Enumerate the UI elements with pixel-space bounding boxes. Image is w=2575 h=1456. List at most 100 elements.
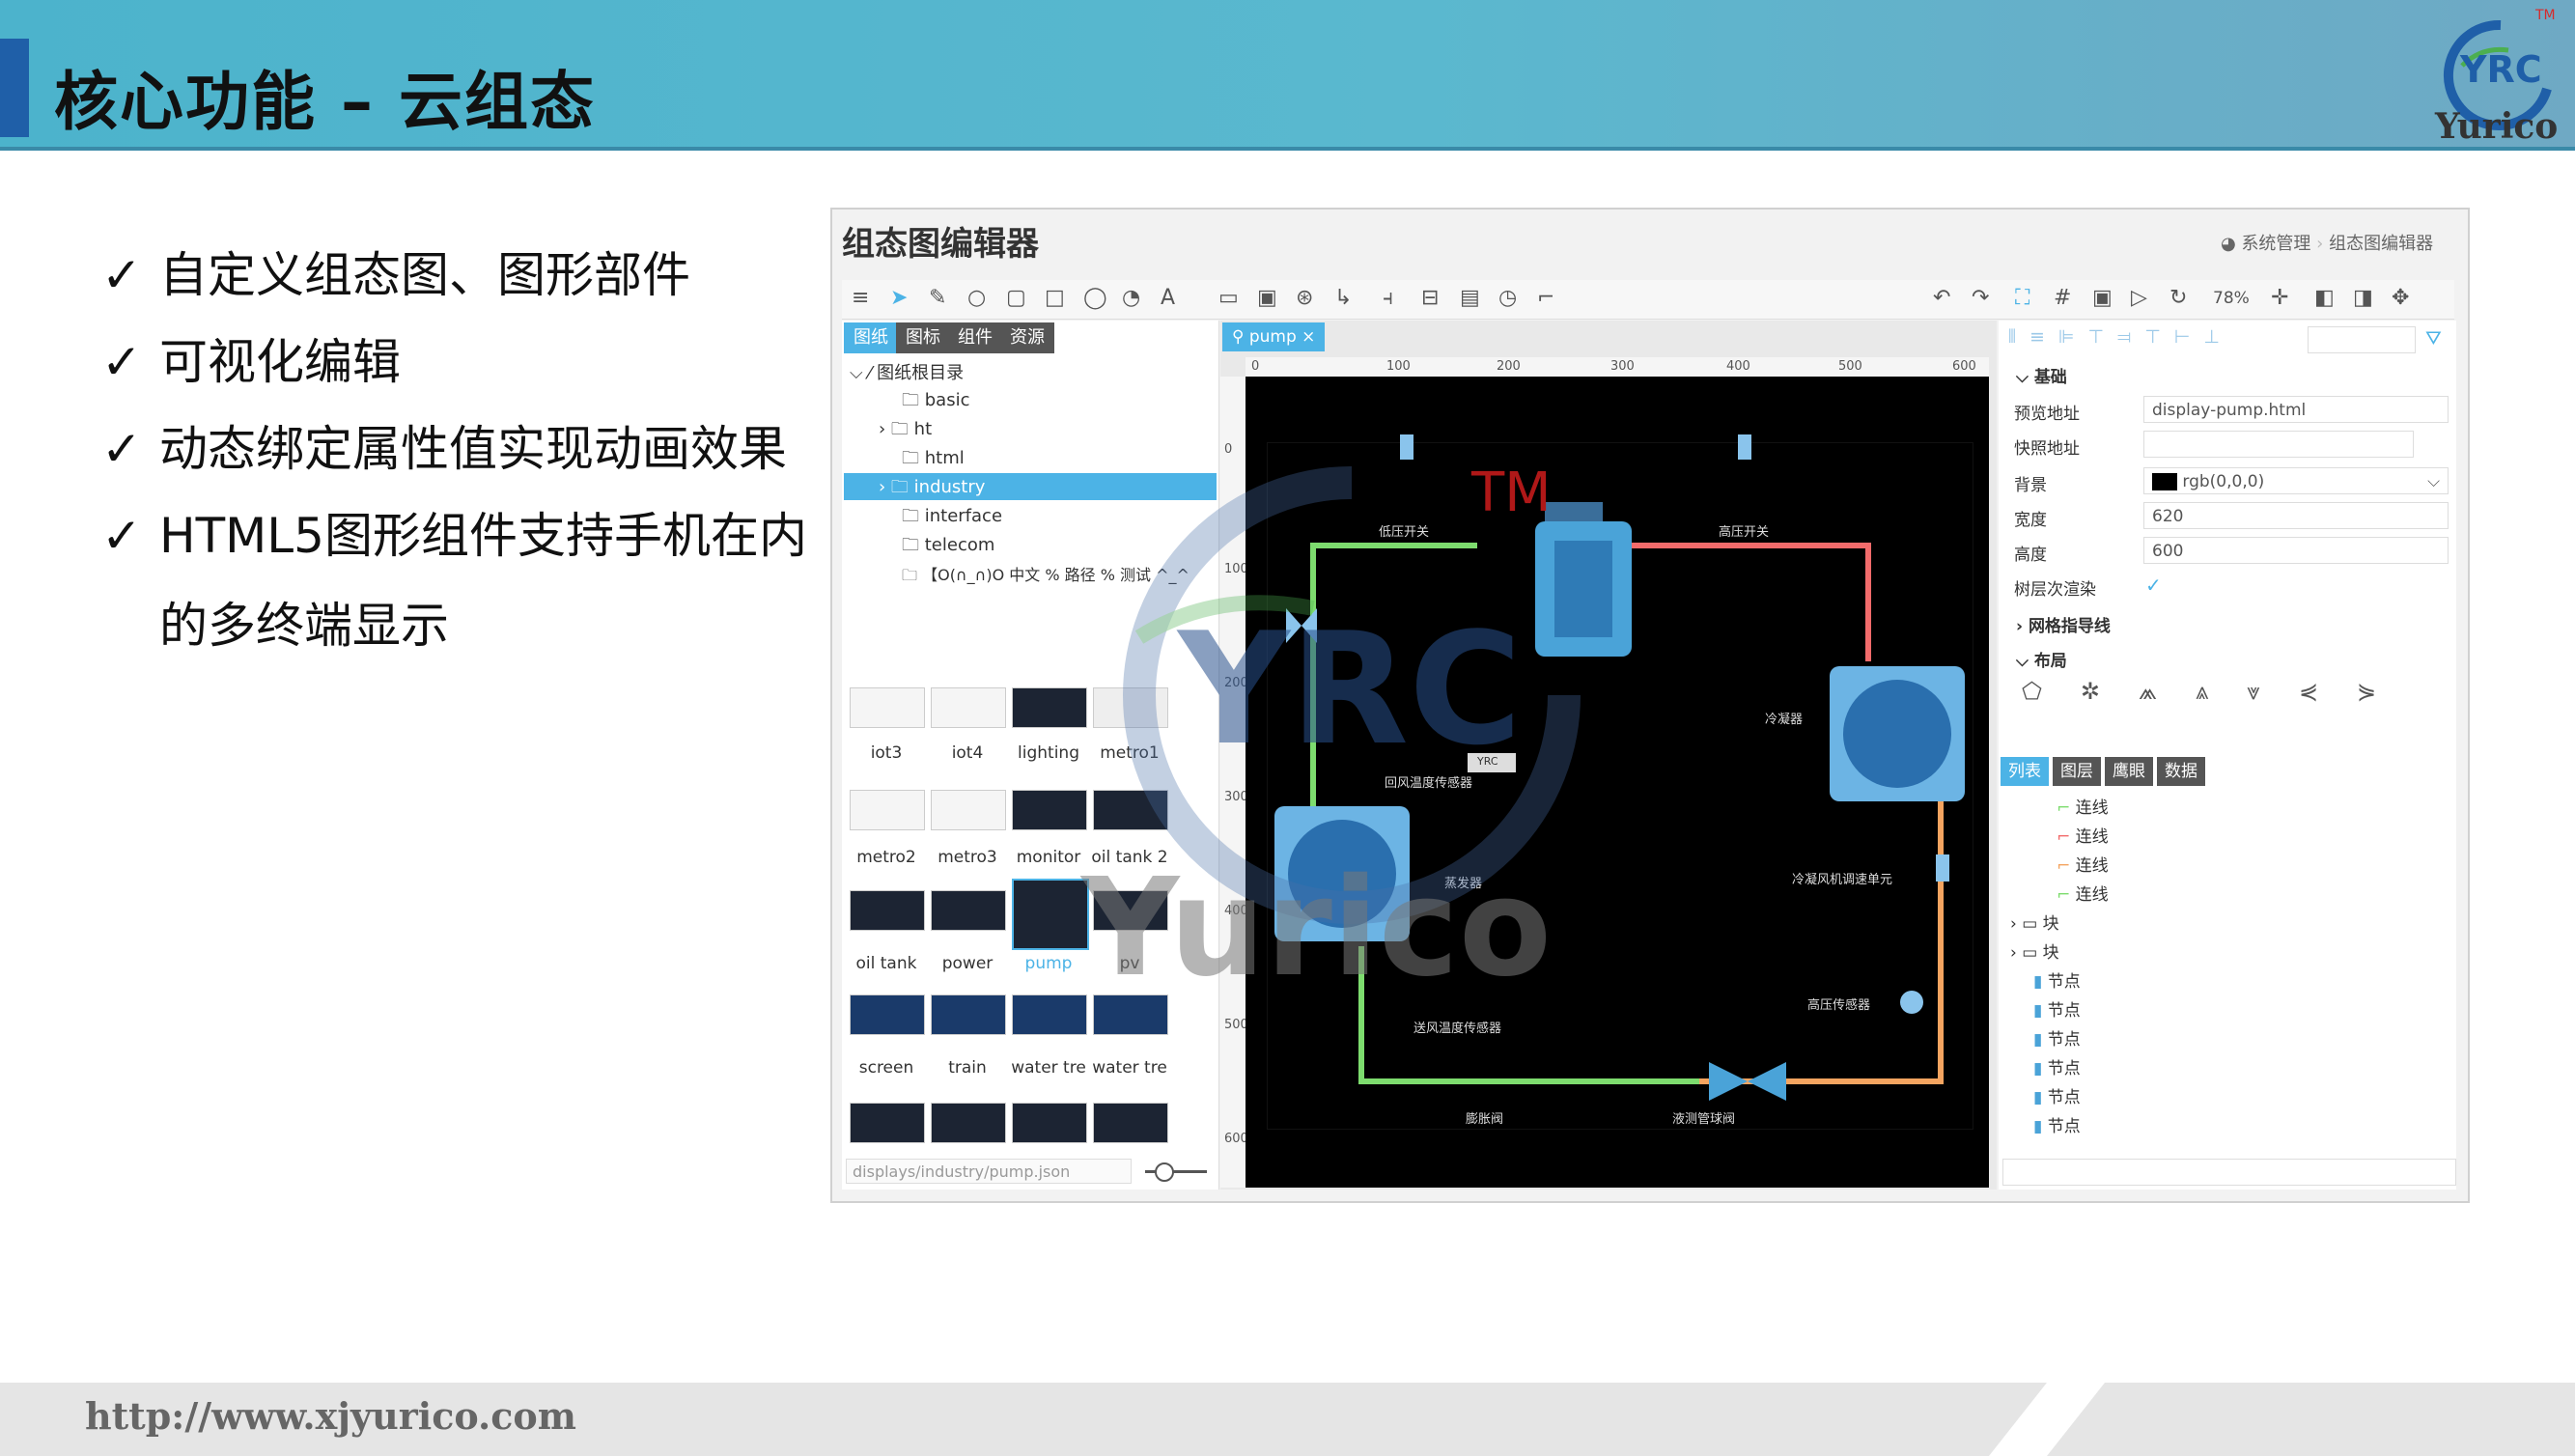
thumbnail[interactable]	[1012, 790, 1087, 830]
thumbnail[interactable]	[1012, 687, 1087, 728]
arc-icon[interactable]: ◔	[1122, 286, 1141, 310]
list-item[interactable]: ▮ 节点	[2033, 1001, 2081, 1021]
tab-layers[interactable]: 图层	[2053, 757, 2101, 786]
thumbnail[interactable]	[850, 890, 925, 931]
tab-drawings[interactable]: 图纸	[844, 322, 898, 353]
tree-item-ht[interactable]: › 🗀 ht	[879, 419, 933, 439]
thumbnail[interactable]	[1093, 687, 1168, 728]
thumbnail[interactable]	[1012, 994, 1087, 1035]
tree-item-telecom[interactable]: 🗀 telecom	[902, 535, 995, 555]
panel-left-icon[interactable]: ◧	[2314, 286, 2335, 310]
center-icon[interactable]: ✛	[2271, 286, 2289, 310]
move-icon[interactable]: ✥	[2392, 286, 2410, 310]
text-icon[interactable]: A	[1161, 286, 1176, 310]
clock-icon[interactable]: ◷	[1498, 286, 1518, 310]
gauge-icon[interactable]: ⊛	[1296, 286, 1314, 310]
tree-item-basic[interactable]: 🗀 basic	[902, 390, 970, 410]
rect-icon[interactable]: □	[1045, 286, 1065, 310]
list-item[interactable]: ⌐ 连线	[2057, 798, 2109, 818]
filter-icon[interactable]: ⛛	[2425, 326, 2442, 350]
thumbnail[interactable]	[1093, 994, 1168, 1035]
zoom-slider[interactable]	[1145, 1170, 1207, 1173]
refresh-icon[interactable]: ↻	[2169, 286, 2188, 310]
play-icon[interactable]: ▷	[2131, 286, 2147, 310]
thumbnail[interactable]	[1093, 890, 1168, 931]
list-item[interactable]: ▮ 节点	[2033, 972, 2081, 992]
list-item[interactable]: ⌐ 连线	[2057, 856, 2109, 876]
tab-data[interactable]: 数据	[2157, 757, 2205, 786]
snapshot-url-field[interactable]	[2143, 431, 2414, 458]
tree-item-industry[interactable]: › 🗀 industry	[879, 477, 986, 497]
thumbnail[interactable]	[931, 890, 1006, 931]
pen-icon[interactable]: ✎	[929, 286, 947, 310]
slider-icon[interactable]: ⊟	[1421, 286, 1440, 310]
tab-eagle-eye[interactable]: 鹰眼	[2105, 757, 2153, 786]
undo-icon[interactable]: ↶	[1933, 286, 1951, 310]
step-icon[interactable]: ⌐	[1537, 286, 1555, 310]
thumbnail[interactable]	[1012, 1103, 1087, 1143]
align-icon[interactable]: ⫞	[1383, 286, 1394, 310]
list-item[interactable]: › ▭ 块	[2010, 943, 2059, 963]
pointer-icon[interactable]: ➤	[890, 286, 909, 310]
thumbnail[interactable]	[850, 994, 925, 1035]
tab-icons[interactable]: 图标	[896, 322, 950, 353]
filter-input[interactable]	[2308, 326, 2416, 353]
section-grid[interactable]: › 网格指导线	[2016, 617, 2111, 636]
tree-item-test[interactable]: 🗀 【O(∩_∩)O 中文 % 路径 % 测试 ^_^	[902, 566, 1190, 584]
breadcrumb-item[interactable]: 系统管理	[2241, 234, 2311, 254]
thumbnail[interactable]	[931, 1103, 1006, 1143]
thumbnail[interactable]	[1093, 790, 1168, 830]
list-item[interactable]: ▮ 节点	[2033, 1059, 2081, 1078]
height-field[interactable]: 600	[2143, 537, 2449, 564]
list-item[interactable]: ⌐ 连线	[2057, 827, 2109, 847]
tab-components[interactable]: 组件	[948, 322, 1002, 353]
panel-right-icon[interactable]: ◨	[2353, 286, 2373, 310]
tree-item-interface[interactable]: 🗀 interface	[902, 506, 1003, 526]
circle-icon[interactable]: ○	[967, 286, 987, 310]
zoom-level[interactable]: 78%	[2213, 289, 2250, 308]
layout-icons[interactable]: ⬠✲⩕⩓⩔⋞⋟	[2022, 678, 2416, 705]
footer-url[interactable]: http://www.xjyurico.com	[85, 1394, 576, 1438]
background-select[interactable]: rgb(0,0,0)⌵	[2143, 467, 2449, 494]
list-item[interactable]: ▮ 节点	[2033, 1088, 2081, 1107]
list-filter-input[interactable]	[2002, 1159, 2456, 1186]
menu-icon[interactable]: ≡	[852, 286, 870, 310]
ellipse-icon[interactable]: ◯	[1083, 286, 1107, 310]
thumbnail-selected[interactable]	[1012, 879, 1089, 950]
document-icon[interactable]: ▤	[1460, 286, 1480, 310]
redo-icon[interactable]: ↷	[1972, 286, 1990, 310]
rounded-rect-icon[interactable]: ▢	[1006, 286, 1026, 310]
thumbnail[interactable]	[931, 790, 1006, 830]
thumbnail[interactable]	[931, 687, 1006, 728]
preview-url-field[interactable]: display-pump.html	[2143, 396, 2449, 423]
list-item[interactable]: ▮ 节点	[2033, 1117, 2081, 1136]
save-icon[interactable]: ▣	[2092, 286, 2113, 310]
thumbnail[interactable]	[850, 1103, 925, 1143]
tab-pump[interactable]: ⚲ pump ×	[1222, 322, 1326, 351]
tab-list[interactable]: 列表	[2001, 757, 2049, 786]
label-badge: YRC	[1477, 755, 1498, 768]
thumbnail[interactable]	[850, 790, 925, 830]
thumbnail[interactable]	[1093, 1103, 1168, 1143]
thumbnail[interactable]	[931, 994, 1006, 1035]
width-field[interactable]: 620	[2143, 502, 2449, 529]
section-basic[interactable]: ⌵ 基础	[2016, 368, 2067, 387]
grid-icon[interactable]: #	[2054, 286, 2072, 310]
tab-resources[interactable]: 资源	[1000, 322, 1054, 353]
section-layout[interactable]: ⌵ 布局	[2016, 652, 2067, 671]
tree-root[interactable]: ⌵ ⁄ 图纸根目录	[850, 363, 965, 383]
layer-checkbox[interactable]: ✓	[2145, 574, 2162, 597]
list-item[interactable]: ▮ 节点	[2033, 1030, 2081, 1050]
align-toolbar[interactable]: ⫴≡⊫⊤⫤⊤⊢⊥	[2008, 326, 2233, 348]
path-input[interactable]: displays/industry/pump.json	[846, 1159, 1132, 1184]
monitor-icon[interactable]: ▭	[1218, 286, 1239, 310]
save-box-icon[interactable]: ▣	[1257, 286, 1277, 310]
connector-icon[interactable]: ↳	[1334, 286, 1353, 310]
breadcrumb-item[interactable]: 组态图编辑器	[2329, 234, 2434, 254]
thumbnail[interactable]	[850, 687, 925, 728]
tree-item-html[interactable]: 🗀 html	[902, 448, 965, 468]
zoom-slider-handle[interactable]	[1155, 1162, 1174, 1182]
list-item[interactable]: › ▭ 块	[2010, 914, 2059, 934]
list-item[interactable]: ⌐ 连线	[2057, 885, 2109, 905]
fit-icon[interactable]: ⛶	[2015, 286, 2030, 310]
